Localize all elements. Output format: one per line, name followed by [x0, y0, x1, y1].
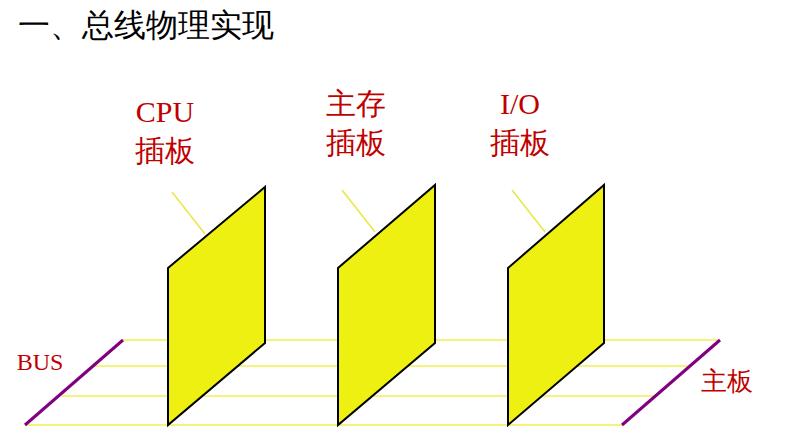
title: 一、总线物理实现	[18, 4, 274, 48]
plug-boards	[168, 185, 604, 425]
leader-lines	[172, 190, 545, 234]
board-label: I/O 插板	[490, 84, 550, 162]
board-label: CPU 插板	[135, 92, 195, 170]
board-label: 主存 插板	[326, 84, 386, 162]
io-board	[508, 185, 604, 425]
motherboard-label: 主板	[701, 365, 753, 399]
cpu-board	[168, 187, 265, 425]
memory-board	[338, 185, 435, 425]
bus-label: BUS	[17, 347, 64, 378]
